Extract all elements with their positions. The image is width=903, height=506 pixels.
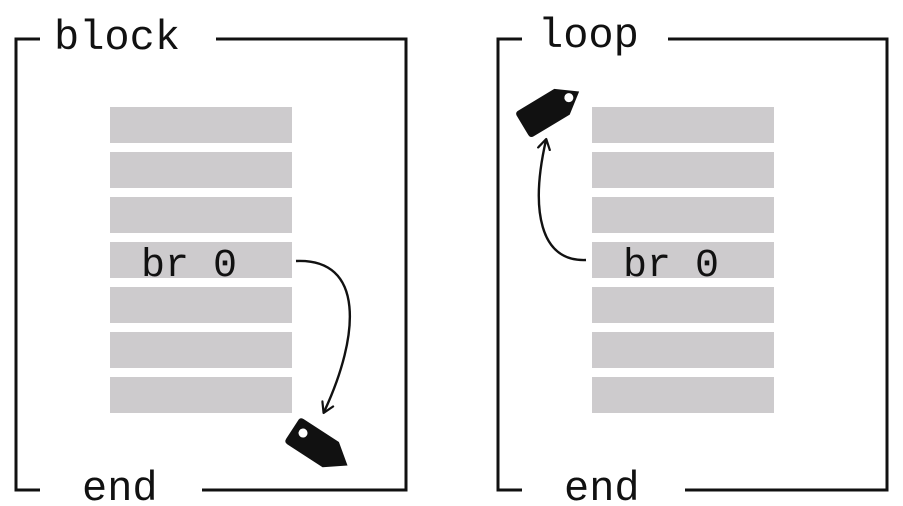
instruction-row (110, 152, 292, 188)
instruction-row (110, 197, 292, 233)
block-forward-branch-arrow (295, 259, 352, 412)
loop-backward-branch-arrow (539, 140, 587, 262)
loop-branch-instruction: br 0 (623, 244, 719, 289)
loop-end-label: end (564, 465, 640, 506)
instruction-row (592, 287, 774, 323)
branch-instruction-row (110, 242, 292, 278)
block-end-label: end (82, 465, 158, 506)
loop-instruction-stack (592, 107, 774, 413)
loop-panel: loop end br 0 (496, 12, 889, 506)
block-panel: block end br 0 (14, 14, 408, 506)
block-keyword: block (54, 14, 180, 62)
block-frame (14, 37, 408, 492)
instruction-row (110, 287, 292, 323)
branch-instruction-row (592, 242, 774, 278)
block-branch-instruction: br 0 (141, 244, 237, 289)
instruction-row (592, 377, 774, 413)
loop-frame (496, 37, 889, 492)
tag-icon (516, 88, 580, 138)
instruction-row (110, 107, 292, 143)
block-instruction-stack (110, 107, 292, 413)
instruction-row (592, 197, 774, 233)
instruction-row (110, 332, 292, 368)
instruction-row (110, 377, 292, 413)
tag-icon (285, 418, 348, 468)
loop-keyword: loop (538, 12, 639, 60)
instruction-row (592, 332, 774, 368)
instruction-row (592, 107, 774, 143)
instruction-row (592, 152, 774, 188)
